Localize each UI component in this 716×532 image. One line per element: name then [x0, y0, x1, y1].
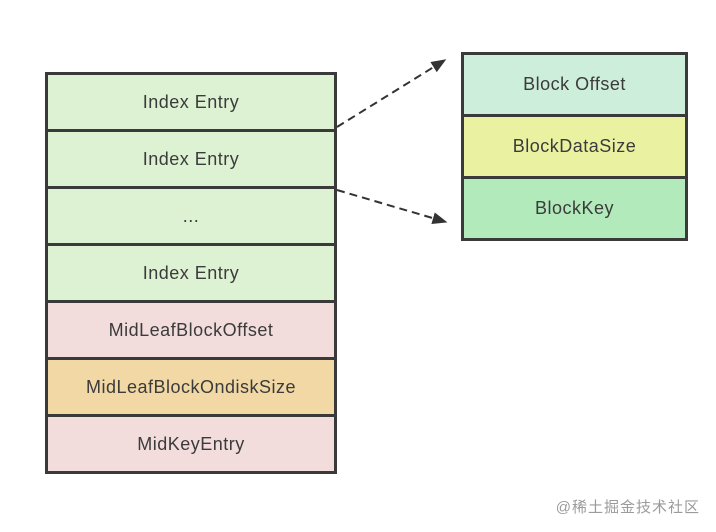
cell-label: MidLeafBlockOndiskSize	[85, 376, 297, 397]
cell-midkeyentry: MidKeyEntry	[45, 414, 337, 474]
arrow-to-top-of-detail	[336, 59, 447, 128]
arrow-to-bottom-of-detail	[336, 189, 448, 224]
left-index-block-stack: Index Entry Index Entry ... Index Entry …	[45, 72, 337, 474]
cell-blockkey: BlockKey	[461, 176, 688, 241]
cell-index-entry-1: Index Entry	[45, 72, 337, 132]
cell-ellipsis: ...	[45, 186, 337, 246]
cell-label: MidLeafBlockOffset	[108, 319, 274, 340]
cell-label: MidKeyEntry	[137, 433, 245, 454]
cell-label: Index Entry	[142, 91, 240, 112]
cell-index-entry-2: Index Entry	[45, 129, 337, 189]
cell-label: Index Entry	[142, 148, 240, 169]
cell-label: Index Entry	[142, 262, 240, 283]
cell-blockdatasize: BlockDataSize	[461, 114, 688, 179]
cell-midleafblockoffset: MidLeafBlockOffset	[45, 300, 337, 360]
cell-block-offset: Block Offset	[461, 52, 688, 117]
cell-label: Block Offset	[523, 74, 626, 94]
cell-midleafblockondisksize: MidLeafBlockOndiskSize	[45, 357, 337, 417]
cell-index-entry-3: Index Entry	[45, 243, 337, 303]
right-index-entry-stack: Block Offset BlockDataSize BlockKey	[461, 52, 688, 241]
cell-label: BlockKey	[534, 198, 615, 218]
cell-label: BlockDataSize	[512, 136, 637, 156]
cell-label: ...	[182, 205, 200, 226]
watermark-text: @稀土掘金技术社区	[555, 499, 700, 516]
